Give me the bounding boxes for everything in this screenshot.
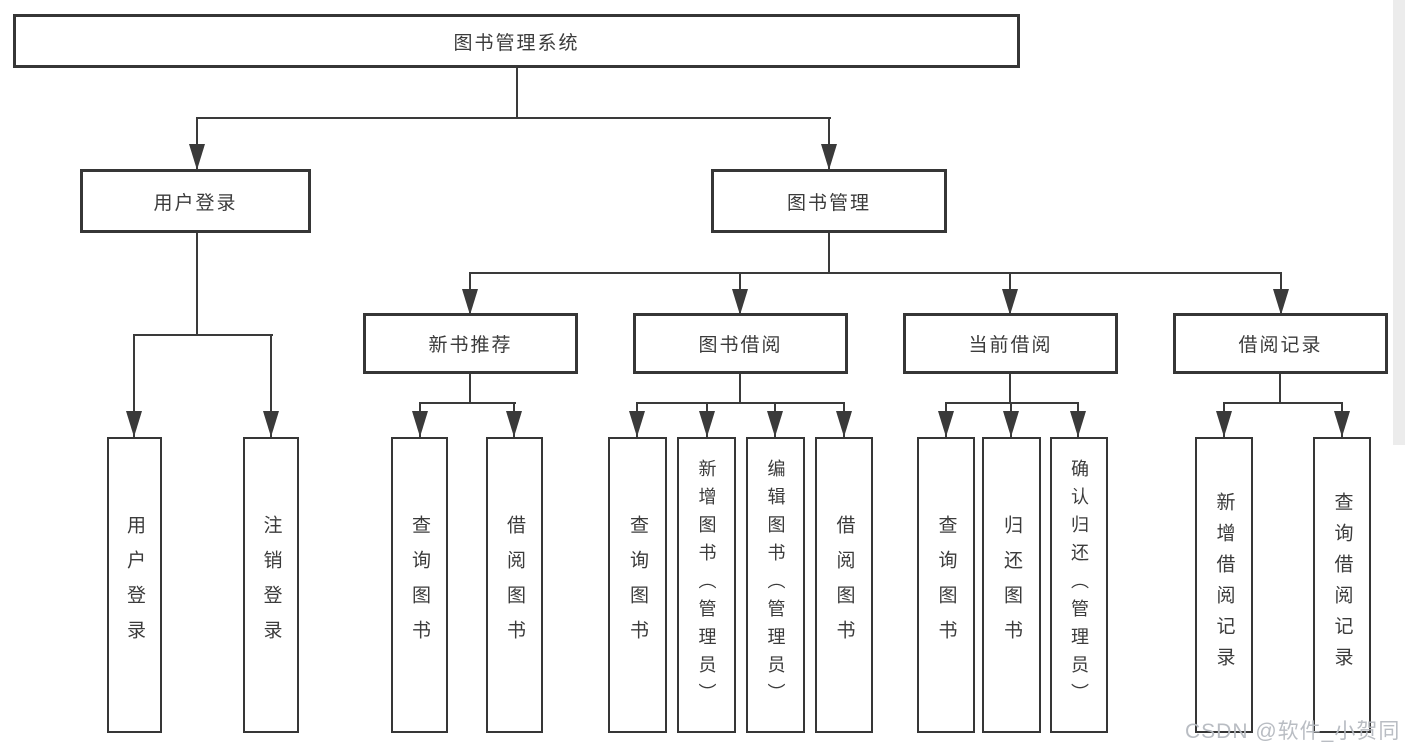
connector-borrow-bus xyxy=(636,402,845,404)
leaf-query-book-1: 查询图书 xyxy=(391,437,448,733)
leaf-query-borrow-record: 查询借阅记录 xyxy=(1313,437,1371,733)
connector-records-bus xyxy=(1223,402,1343,404)
page-edge-strip xyxy=(1393,0,1405,445)
arrowhead-g2b xyxy=(506,411,522,437)
arrowhead-user-login xyxy=(189,144,205,170)
arrowhead-borrow xyxy=(732,289,748,315)
arrowhead-leaf-logout xyxy=(263,411,279,437)
arrowhead-g3d xyxy=(836,411,852,437)
connector-book-mgmt-drop xyxy=(828,233,830,274)
arrowhead-g3b xyxy=(699,411,715,437)
connector-drop-book-mgmt xyxy=(828,117,830,170)
leaf-edit-book-admin: 编辑图书（管理员） xyxy=(746,437,805,733)
connector-borrow-drop xyxy=(739,374,741,404)
leaf-confirm-return-admin: 确认归还（管理员） xyxy=(1050,437,1108,733)
connector-current-bus xyxy=(945,402,1079,404)
connector-level3-bus xyxy=(469,272,1282,274)
node-root-library-system: 图书管理系统 xyxy=(13,14,1020,68)
connector-current-drop xyxy=(1009,374,1011,404)
arrowhead-leaf-login xyxy=(126,411,142,437)
connector-drop-leaf-logout xyxy=(270,334,272,437)
leaf-borrow-book-2: 借阅图书 xyxy=(815,437,873,733)
arrowhead-g4b xyxy=(1003,411,1019,437)
arrowhead-g5a xyxy=(1216,411,1232,437)
leaf-borrow-book-1: 借阅图书 xyxy=(486,437,543,733)
leaf-query-book-3: 查询图书 xyxy=(917,437,975,733)
leaf-return-book: 归还图书 xyxy=(982,437,1041,733)
arrowhead-book-mgmt xyxy=(821,144,837,170)
connector-root-drop xyxy=(516,68,518,119)
node-new-book-recommend: 新书推荐 xyxy=(363,313,578,374)
leaf-user-login: 用户登录 xyxy=(107,437,162,733)
connector-user-login-drop xyxy=(196,233,198,336)
node-current-borrow: 当前借阅 xyxy=(903,313,1118,374)
node-borrow-records: 借阅记录 xyxy=(1173,313,1388,374)
arrowhead-g3c xyxy=(767,411,783,437)
arrowhead-recommend xyxy=(462,289,478,315)
connector-drop-leaf-login xyxy=(133,334,135,437)
connector-recommend-bus xyxy=(419,402,516,404)
arrowhead-g5b xyxy=(1334,411,1350,437)
arrowhead-g3a xyxy=(629,411,645,437)
node-book-borrow: 图书借阅 xyxy=(633,313,848,374)
leaf-add-borrow-record: 新增借阅记录 xyxy=(1195,437,1253,733)
node-book-management: 图书管理 xyxy=(711,169,947,233)
node-user-login: 用户登录 xyxy=(80,169,311,233)
connector-records-drop xyxy=(1279,374,1281,404)
arrowhead-g2a xyxy=(412,411,428,437)
arrowhead-g4a xyxy=(938,411,954,437)
connector-user-login-bus xyxy=(133,334,273,336)
leaf-add-book-admin: 新增图书（管理员） xyxy=(677,437,736,733)
connector-recommend-drop xyxy=(469,374,471,404)
connector-drop-user-login xyxy=(196,117,198,170)
connector-level2-bus xyxy=(196,117,831,119)
arrowhead-records xyxy=(1273,289,1289,315)
csdn-watermark: CSDN @软件_小贺同学 xyxy=(1185,720,1401,743)
arrowhead-current xyxy=(1002,289,1018,315)
leaf-logout: 注销登录 xyxy=(243,437,299,733)
leaf-query-book-2: 查询图书 xyxy=(608,437,667,733)
arrowhead-g4c xyxy=(1070,411,1086,437)
